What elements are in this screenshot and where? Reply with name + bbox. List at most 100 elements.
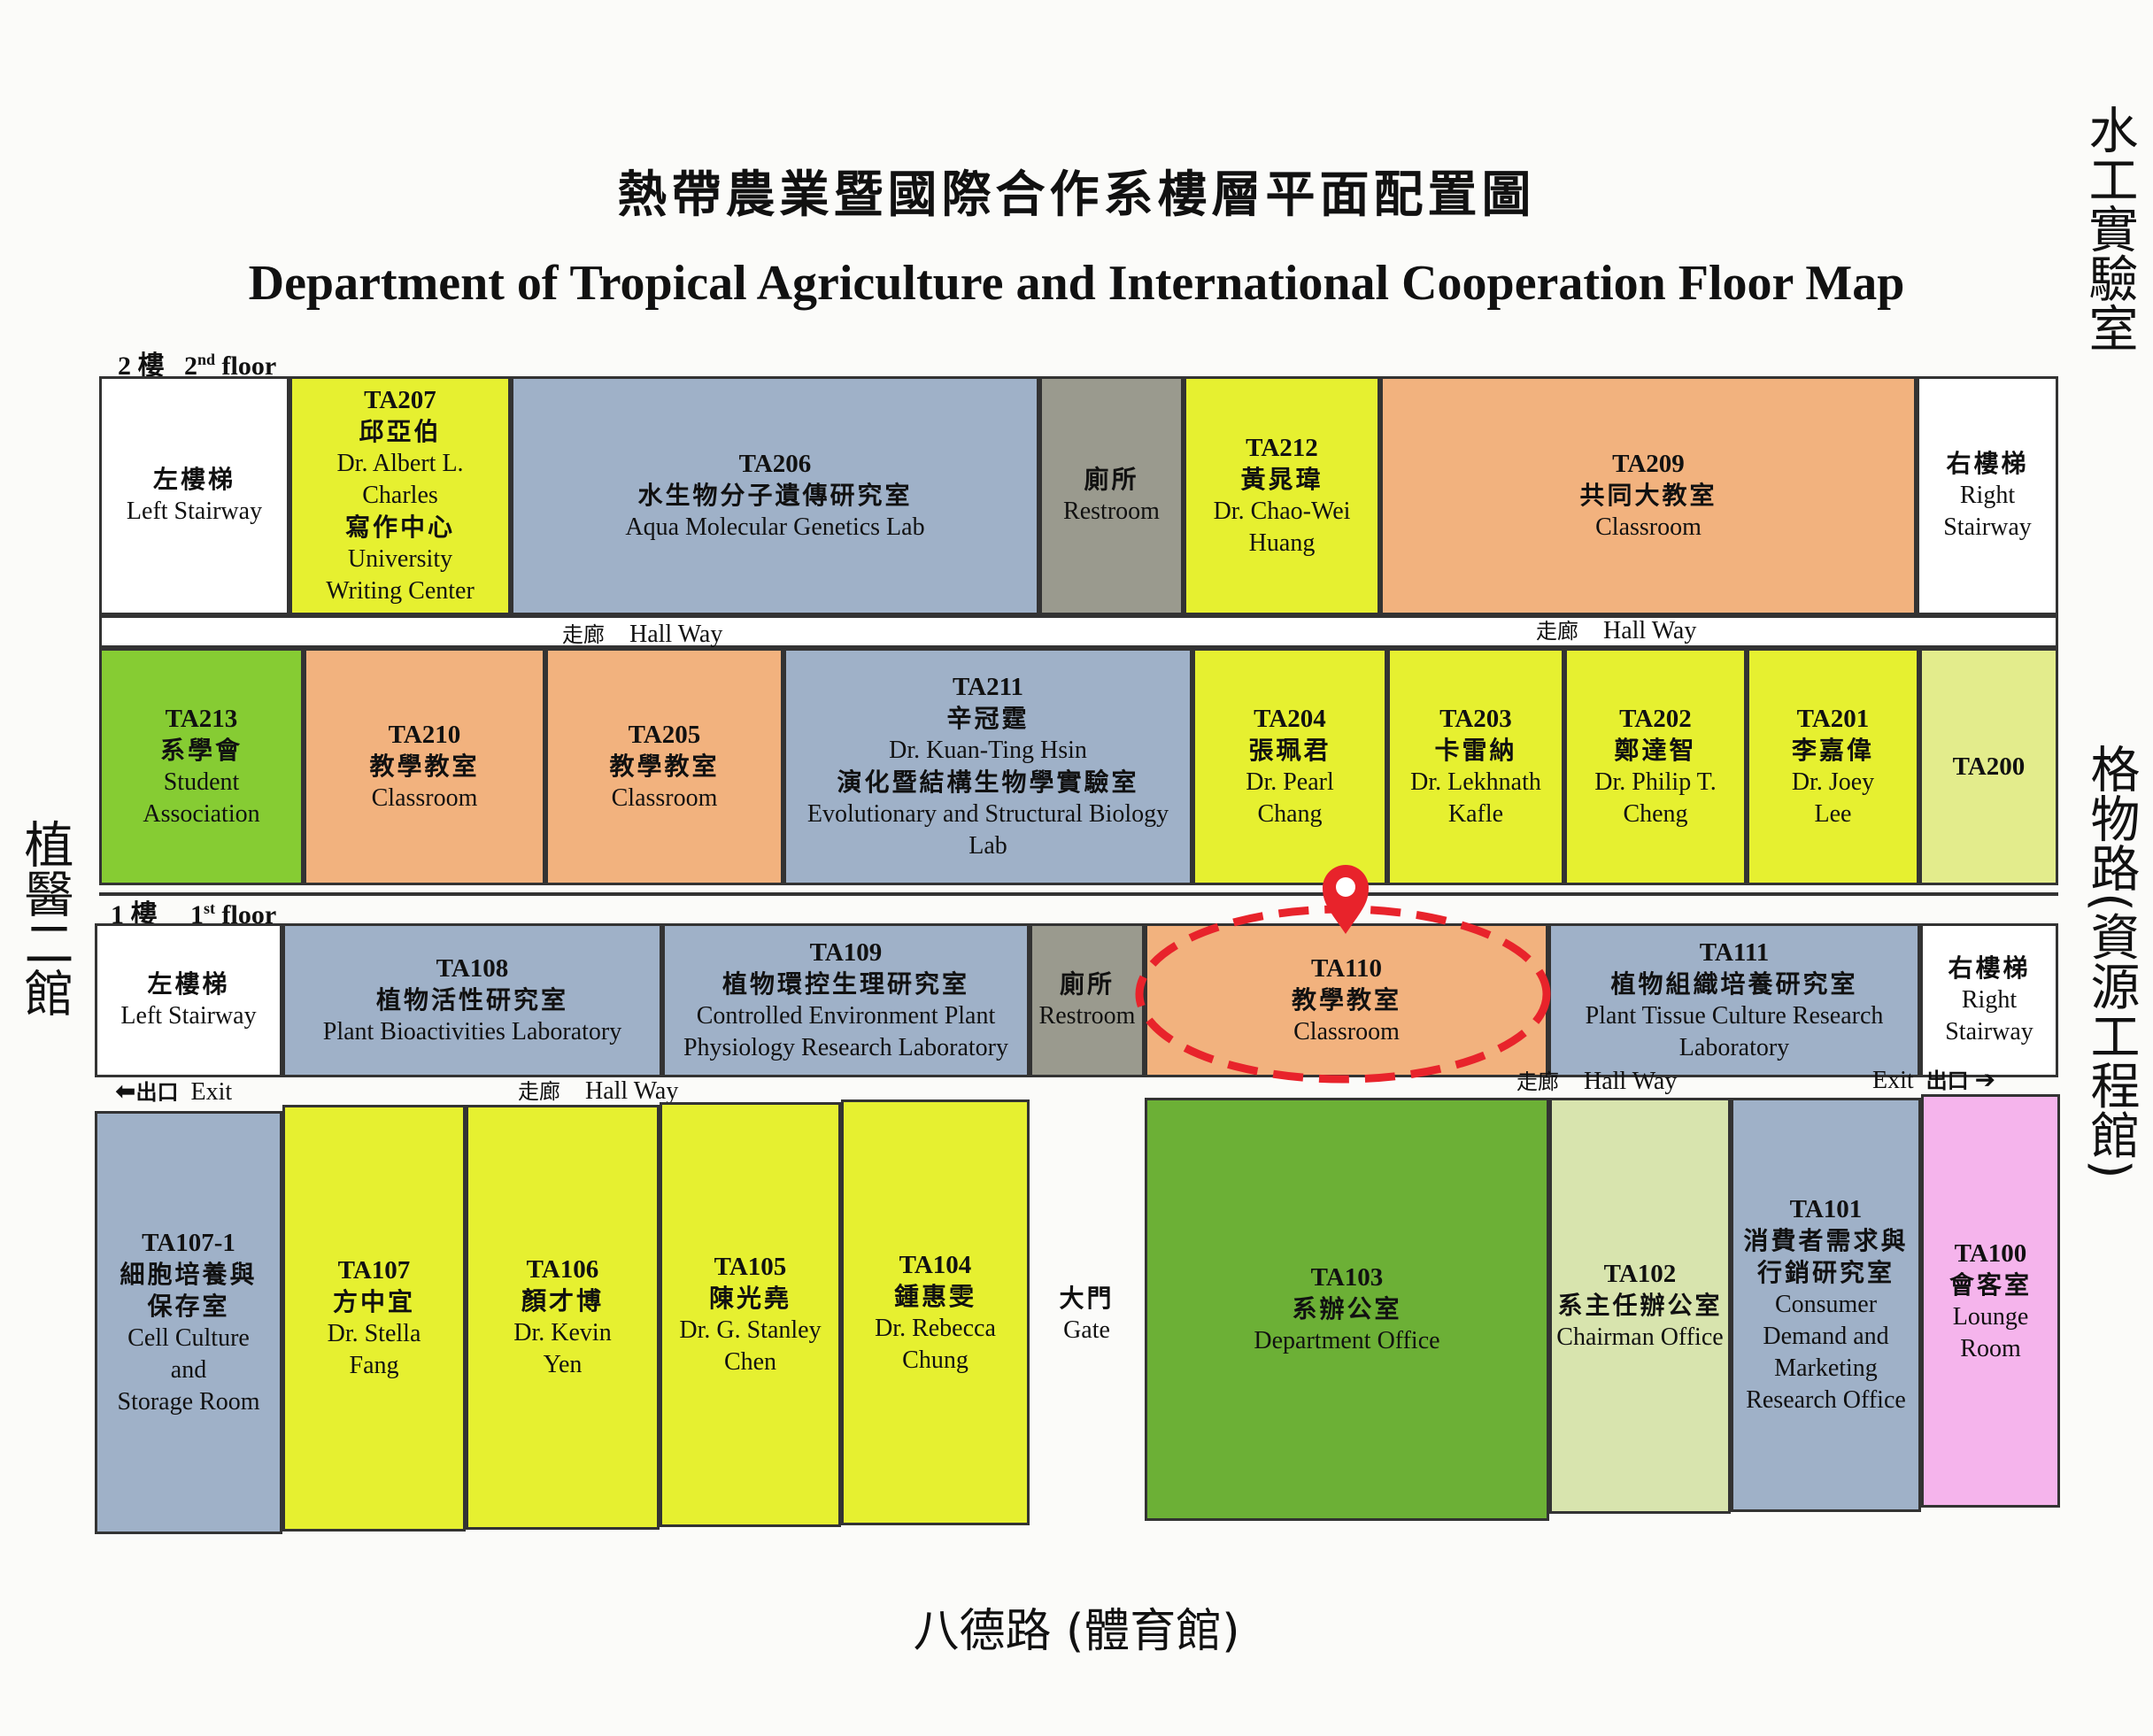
right-stairway-line-1: Right (1961, 986, 2018, 1014)
left-stairway-line-0: 左樓梯 (152, 465, 235, 494)
map-title-english: Department of Tropical Agriculture and I… (248, 256, 1905, 311)
ta111-line-1: 植物組織培養研究室 (1610, 969, 1858, 999)
ta212-line-3: Huang (1248, 529, 1316, 557)
floor2-hallway (99, 615, 2058, 648)
ta107-line-0: TA107 (337, 1256, 411, 1285)
ta107-line-2: Dr. Stella (327, 1320, 421, 1347)
ta103-line-2: Department Office (1254, 1327, 1440, 1354)
ta108-line-2: Plant Bioactivities Laboratory (322, 1018, 622, 1045)
ta101-line-1: 消費者需求與 (1743, 1226, 1909, 1255)
ta104-line-0: TA104 (899, 1250, 972, 1279)
location-pin-icon (1323, 865, 1369, 934)
ta201-line-0: TA201 (1796, 705, 1870, 733)
ta106-line-1: 顏才博 (521, 1286, 604, 1316)
ta104-line-1: 鍾惠雯 (893, 1281, 976, 1311)
room-ta200[interactable]: TA200 (1919, 648, 2058, 885)
ta204-line-2: Dr. Pearl (1246, 768, 1334, 796)
right-stairway-line-0: 右樓梯 (1948, 953, 2031, 983)
ta209-line-2: Classroom (1595, 513, 1702, 541)
floor1-hall-label-right: 走廊 Hall Way (1516, 1068, 1678, 1095)
ta105-line-3: Chen (723, 1348, 777, 1376)
ta213-line-1: 系學會 (159, 736, 243, 765)
ta106-line-2: Dr. Kevin (513, 1319, 612, 1346)
ta206-line-0: TA206 (738, 450, 812, 478)
ta101-line-2: 行銷研究室 (1756, 1258, 1894, 1287)
ta100-line-1: 會客室 (1949, 1269, 2032, 1300)
ta212-line-2: Dr. Chao-Wei (1213, 498, 1351, 525)
ta210-line-1: 教學教室 (369, 752, 480, 781)
ta107-1-line-2: 保存室 (147, 1292, 230, 1321)
ta203-line-1: 卡雷納 (1434, 736, 1517, 765)
ta204-line-1: 張珮君 (1248, 736, 1331, 765)
main-gate[interactable]: 大門 Gate (1036, 1275, 1138, 1354)
floor2-label: 2 樓 2nd floor (118, 351, 277, 381)
room-left-stairway[interactable]: 左樓梯 Left Stairway (99, 376, 289, 615)
ta107-1-line-5: Storage Room (117, 1388, 260, 1416)
gate-label-chinese: 大門 (1059, 1284, 1115, 1313)
ta104-line-2: Dr. Rebecca (875, 1314, 996, 1342)
floor1-exit-left[interactable]: ⬅出口 Exit (115, 1076, 233, 1106)
label-hydraulic-lab: 水工實驗室 (2080, 104, 2138, 352)
location-pin-dot (1336, 877, 1355, 897)
ta105-line-0: TA105 (714, 1253, 787, 1281)
ta213-line-0: TA213 (165, 705, 238, 733)
ta204-line-3: Chang (1257, 800, 1323, 828)
right-stairway-line-0: 右樓梯 (1946, 449, 2029, 478)
right-stairway-line-2: Stairway (1943, 513, 2032, 541)
ta100-line-2: Lounge (1952, 1302, 2029, 1331)
ta107-line-3: Fang (349, 1352, 399, 1379)
floor2-hall-label-right: 走廊 Hall Way (1536, 617, 1697, 644)
left-stairway-line-1: Left Stairway (120, 1002, 257, 1030)
ta105-line-2: Dr. G. Stanley (679, 1316, 822, 1344)
left-stairway-line-1: Left Stairway (126, 498, 263, 525)
floor1-exit-right[interactable]: Exit 出口 ➔ (1872, 1065, 1996, 1094)
ta200-line-0: TA200 (1952, 752, 2026, 781)
ta103-line-1: 系辦公室 (1292, 1294, 1402, 1323)
ta211-line-3: 演化暨結構生物學實驗室 (837, 768, 1139, 797)
ta202-line-2: Dr. Philip T. (1594, 768, 1717, 796)
ta205-line-1: 教學教室 (609, 752, 720, 781)
ta101-line-5: Marketing (1774, 1354, 1878, 1382)
ta107-1-line-3: Cell Culture (127, 1324, 250, 1352)
floor2-hall-label-left: 走廊 Hall Way (562, 621, 723, 648)
ta102-line-1: 系主任辦公室 (1557, 1291, 1723, 1320)
ta106-line-3: Yen (543, 1351, 583, 1378)
ta100-line-0: TA100 (1954, 1238, 2027, 1268)
ta201-line-1: 李嘉偉 (1791, 736, 1874, 765)
ta205-line-0: TA205 (628, 721, 701, 749)
ta213-line-2: Student (163, 768, 240, 796)
right-stairway-line-2: Stairway (1945, 1018, 2033, 1045)
ta201-line-3: Lee (1814, 800, 1852, 828)
ta212-line-1: 黃晁瑋 (1240, 465, 1323, 494)
